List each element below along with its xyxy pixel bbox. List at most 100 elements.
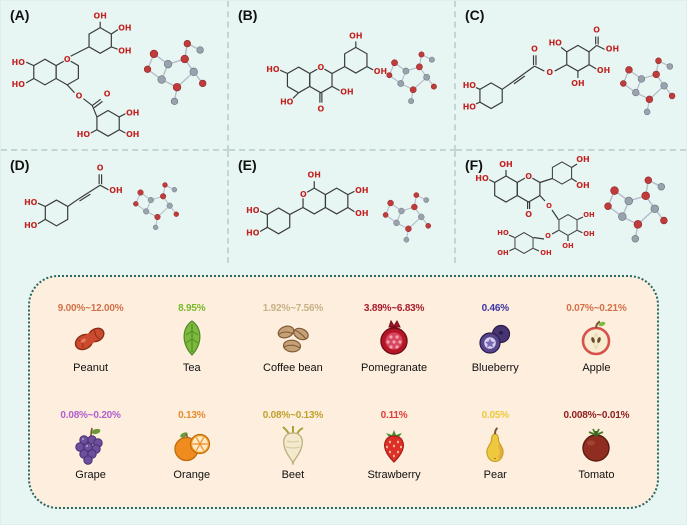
food-sources-panel: 9.00%~12.00% Peanut 8.95% Tea: [28, 275, 659, 509]
panel-b-structure: O O OH OH OH HO HO: [265, 30, 438, 115]
atom-labels: O OH OH OH HO HO: [245, 169, 370, 239]
atom-label: HO: [463, 81, 477, 90]
atom-label: OH: [118, 46, 131, 55]
panel-a-label: (A): [10, 7, 30, 23]
food-item-blueberry: 0.46% Blueberry: [445, 285, 546, 392]
panel-d-label: (D): [10, 157, 30, 173]
atom-labels: O OH HO HO: [23, 162, 124, 231]
panel-a: (A): [1, 1, 229, 151]
food-label: Apple: [582, 362, 611, 374]
atom-label: OH: [571, 79, 584, 88]
coffee-bean-icon: [277, 325, 309, 353]
atom-label: HO: [497, 229, 509, 237]
food-item-tea: 8.95% Tea: [141, 285, 242, 392]
atom-label: OH: [583, 211, 595, 219]
beet-icon: [282, 426, 304, 465]
bond-lines: [25, 21, 127, 137]
blueberry-icon: [479, 324, 511, 354]
atom-label: OH: [576, 181, 590, 190]
atom-label: HO: [12, 80, 26, 89]
bond-lines: [259, 181, 356, 235]
atom-label: OH: [562, 242, 574, 250]
panel-d-structure: O OH HO HO: [23, 162, 180, 231]
atom-label: OH: [583, 230, 595, 238]
panel-e-label: (E): [238, 157, 257, 173]
food-percent: 0.05%: [481, 410, 510, 421]
atom-label: O: [318, 63, 325, 72]
food-label: Grape: [75, 469, 106, 481]
tomato-icon: [582, 428, 611, 462]
atom-label: O: [97, 163, 104, 172]
atom-label: O: [525, 210, 532, 219]
atom-label: O: [300, 190, 307, 199]
ball-stick-model: [382, 191, 432, 243]
pomegranate-icon: [380, 319, 408, 355]
panel-c: (C): [456, 1, 686, 151]
atom-label: OH: [340, 88, 353, 97]
ball-stick-model: [619, 57, 676, 116]
food-percent: 1.92%~7.56%: [262, 303, 324, 314]
atom-label: OH: [497, 249, 509, 257]
food-label: Strawberry: [367, 469, 421, 481]
atom-label: OH: [355, 209, 368, 218]
atom-labels: HO OH O O OH OH O OH OH OH O HO OH OH: [474, 154, 596, 259]
ball-stick-model: [603, 176, 668, 243]
food-item-coffee-bean: 1.92%~7.56% Coffee bean: [242, 285, 343, 392]
panel-d: (D) O OH HO HO: [1, 151, 229, 263]
food-label: Peanut: [73, 362, 109, 374]
atom-label: HO: [246, 229, 260, 238]
food-label: Pomegranate: [361, 362, 428, 374]
food-item-strawberry: 0.11% Strawberry: [343, 392, 444, 499]
orange-icon: [174, 432, 210, 462]
panel-f: (F): [456, 151, 686, 263]
panel-b: (B) O O OH OH OH: [229, 1, 456, 151]
grape-icon: [74, 427, 103, 465]
food-percent: 0.08%~0.20%: [60, 410, 121, 421]
food-percent: 3.89%~6.83%: [363, 303, 425, 314]
panel-e-structure: O OH OH OH HO HO: [245, 169, 432, 243]
food-item-orange: 0.13% Orange: [141, 392, 242, 499]
food-item-grape: 0.08%~0.20% Grape: [40, 392, 141, 499]
food-label: Orange: [173, 469, 211, 481]
atom-label: O: [76, 92, 83, 101]
atom-label: O: [104, 90, 111, 99]
food-item-apple: 0.07%~0.21% Apple: [546, 285, 647, 392]
food-item-tomato: 0.008%~0.01% Tomato: [546, 392, 647, 499]
atom-label: OH: [576, 155, 590, 164]
food-percent: 0.13%: [178, 410, 206, 421]
atom-label: O: [318, 105, 325, 114]
atom-label: OH: [606, 44, 619, 53]
food-item-beet: 0.08%~0.13% Beet: [242, 392, 343, 499]
food-percent: 0.08%~0.13%: [262, 410, 324, 421]
food-percent: 0.46%: [481, 303, 510, 314]
atom-labels: HO HO O O HO O OH OH OH: [461, 24, 620, 112]
atom-label: OH: [126, 130, 139, 139]
tea-leaf-icon: [183, 320, 201, 356]
bond-lines: [37, 174, 110, 227]
atom-label: HO: [280, 98, 294, 107]
panel-c-label: (C): [465, 7, 485, 23]
food-label: Pear: [483, 469, 507, 481]
atom-label: OH: [499, 160, 513, 169]
atom-label: HO: [266, 65, 280, 74]
strawberry-icon: [384, 430, 405, 463]
food-label: Tomato: [578, 469, 615, 481]
atom-labels: O O OH OH OH HO HO: [265, 30, 388, 114]
atom-label: HO: [246, 206, 260, 215]
ball-stick-model: [132, 182, 180, 231]
atom-label: HO: [24, 198, 38, 207]
food-label: Blueberry: [471, 362, 519, 374]
atom-label: O: [531, 44, 538, 53]
atom-label: O: [545, 232, 551, 240]
structures-grid: (A): [1, 1, 686, 263]
atom-labels: O OH OH OH HO HO O O OH OH HO: [10, 11, 140, 141]
bond-lines: [487, 161, 584, 254]
atom-label: O: [525, 172, 532, 181]
food-percent: 0.07%~0.21%: [566, 303, 627, 314]
food-label: Tea: [182, 362, 201, 374]
food-percent: 9.00%~12.00%: [57, 303, 124, 314]
peanut-icon: [74, 327, 105, 351]
atom-label: OH: [540, 249, 552, 257]
atom-label: OH: [109, 186, 122, 195]
